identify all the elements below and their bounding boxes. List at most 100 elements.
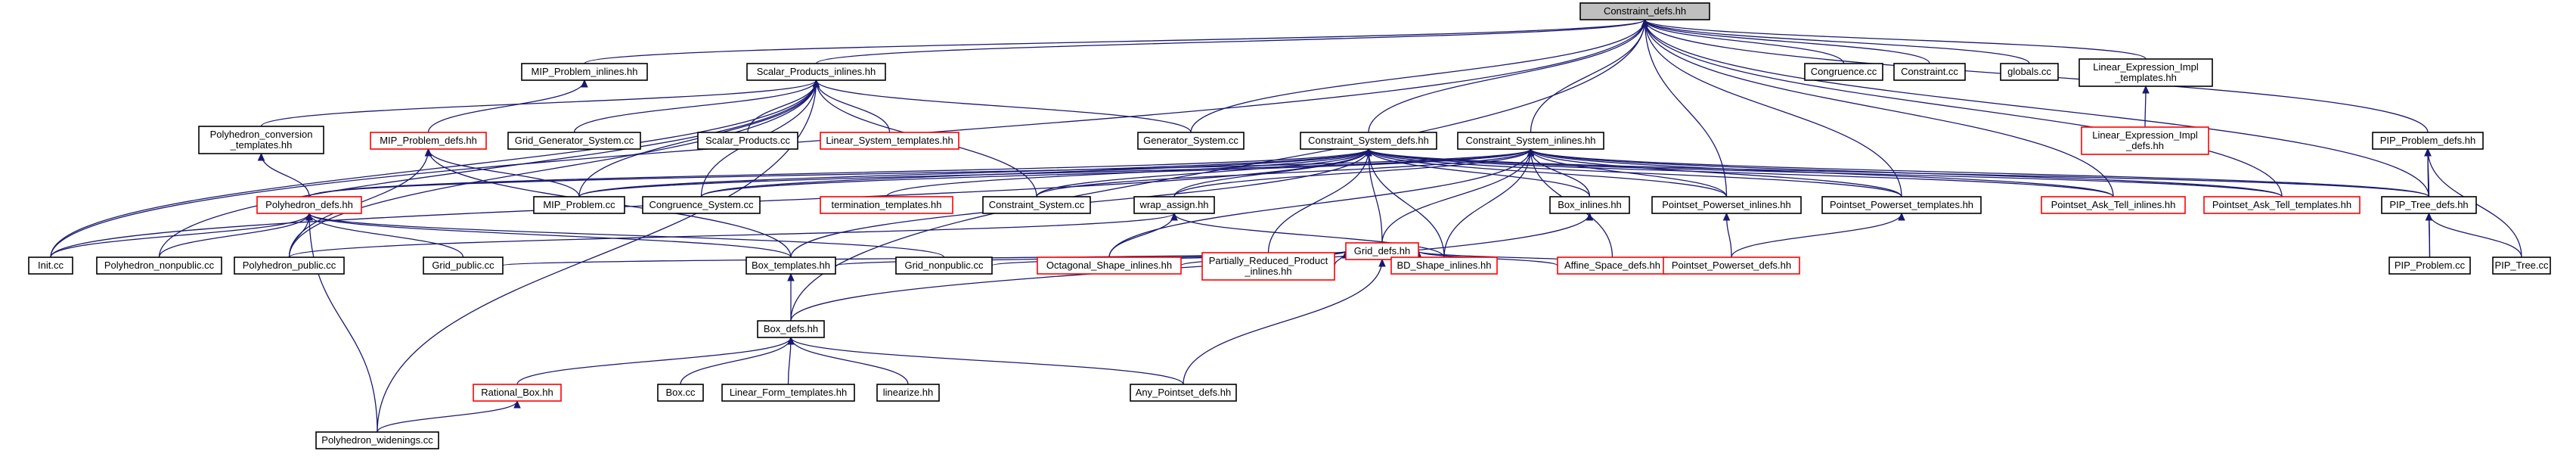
node-ggs_cc[interactable]: Grid_Generator_System.cc bbox=[507, 132, 641, 150]
edge-poly_conv-to-poly_defs bbox=[257, 152, 310, 197]
node-label: Scalar_Products.cc bbox=[705, 135, 790, 146]
node-box bbox=[657, 384, 704, 402]
node-constr_cc[interactable]: Constraint.cc bbox=[1893, 63, 1966, 81]
node-le_impl_defs[interactable]: Linear_Expression_Impl_defs.hh bbox=[2081, 126, 2209, 155]
node-linearize[interactable]: linearize.hh bbox=[876, 384, 940, 402]
edge-rat_box-to-poly_widen bbox=[377, 399, 521, 433]
node-gs_cc[interactable]: Generator_System.cc bbox=[1137, 132, 1245, 150]
edge-pps_tmpl-to-pps_defs bbox=[1731, 212, 1905, 258]
node-rat_box[interactable]: Rational_Box.hh bbox=[473, 384, 562, 402]
node-pip_defs[interactable]: PIP_Problem_defs.hh bbox=[2372, 132, 2484, 150]
edge-box_defs-to-rat_box bbox=[516, 336, 795, 385]
node-label: PIP_Problem_defs.hh bbox=[2380, 135, 2475, 146]
node-pat_tmpl[interactable]: Pointset_Ask_Tell_templates.hh bbox=[2203, 196, 2361, 214]
node-globals_cc[interactable]: globals.cc bbox=[2000, 63, 2059, 81]
node-box bbox=[1133, 196, 1215, 214]
node-cs_defs[interactable]: Constraint_System_defs.hh bbox=[1300, 132, 1437, 150]
node-poly_pub[interactable]: Polyhedron_public.cc bbox=[234, 256, 345, 275]
node-sp_inl[interactable]: Scalar_Products_inlines.hh bbox=[746, 63, 886, 81]
node-grid_pub[interactable]: Grid_public.cc bbox=[423, 256, 504, 275]
node-poly_nonpub[interactable]: Polyhedron_nonpublic.cc bbox=[96, 256, 222, 275]
node-bd_inl[interactable]: BD_Shape_inlines.hh bbox=[1390, 256, 1498, 275]
node-box_cc[interactable]: Box.cc bbox=[657, 384, 704, 402]
node-label: Congruence.cc bbox=[1811, 66, 1877, 77]
node-label: BD_Shape_inlines.hh bbox=[1396, 260, 1491, 271]
node-ls_tmpl[interactable]: Linear_System_templates.hh bbox=[820, 132, 959, 150]
node-label: Box.cc bbox=[665, 387, 696, 398]
node-label: Constraint_System.cc bbox=[989, 199, 1085, 210]
node-init_cc[interactable]: Init.cc bbox=[28, 256, 73, 275]
node-oct_inl[interactable]: Octagonal_Shape_inlines.hh bbox=[1037, 256, 1182, 275]
node-box bbox=[473, 384, 562, 402]
node-box bbox=[1579, 2, 1710, 20]
node-label: Any_Pointset_defs.hh bbox=[1136, 387, 1231, 398]
node-poly_defs[interactable]: Polyhedron_defs.hh bbox=[256, 196, 362, 214]
node-label: Polyhedron_nonpublic.cc bbox=[104, 260, 215, 271]
node-label: Affine_Space_defs.hh bbox=[1564, 260, 1660, 271]
node-label: _inlines.hh bbox=[1244, 266, 1291, 277]
graph-nodes: Constraint_defs.hhMIP_Problem_inlines.hh… bbox=[28, 2, 2551, 449]
node-poly_widen[interactable]: Polyhedron_widenings.cc bbox=[315, 431, 439, 449]
node-box bbox=[2081, 126, 2209, 155]
node-pps_tmpl[interactable]: Pointset_Powerset_templates.hh bbox=[1821, 196, 1982, 214]
node-box bbox=[1893, 63, 1966, 81]
node-label: Scalar_Products_inlines.hh bbox=[757, 66, 876, 77]
node-pat_inl[interactable]: Pointset_Ask_Tell_inlines.hh bbox=[2041, 196, 2186, 214]
node-box bbox=[895, 256, 993, 275]
node-cs_inl[interactable]: Constraint_System_inlines.hh bbox=[1457, 132, 1604, 150]
node-label: Constraint_System_defs.hh bbox=[1308, 135, 1429, 146]
node-congsys_cc[interactable]: Congruence_System.cc bbox=[642, 196, 761, 214]
node-label: Box_defs.hh bbox=[764, 323, 818, 334]
node-box_defs[interactable]: Box_defs.hh bbox=[757, 320, 825, 338]
node-box bbox=[370, 132, 487, 150]
node-box bbox=[1549, 196, 1630, 214]
node-pip_tree_cc[interactable]: PIP_Tree.cc bbox=[2492, 256, 2551, 275]
node-label: _defs.hh bbox=[2125, 140, 2164, 151]
node-pip_tree_defs[interactable]: PIP_Tree_defs.hh bbox=[2381, 196, 2477, 214]
node-pps_inl[interactable]: Pointset_Powerset_inlines.hh bbox=[1651, 196, 1802, 214]
edge-sp_inl-to-poly_pub bbox=[288, 79, 820, 258]
node-any_ps_defs[interactable]: Any_Pointset_defs.hh bbox=[1130, 384, 1237, 402]
node-root[interactable]: Constraint_defs.hh bbox=[1579, 2, 1710, 20]
edge-pps_inl-to-pps_defs bbox=[1722, 212, 1732, 258]
node-box bbox=[315, 431, 439, 449]
edge-cs_defs-to-mip_cc bbox=[578, 148, 1372, 197]
node-box bbox=[1651, 196, 1802, 214]
edge-sp_inl-to-gs_cc bbox=[812, 79, 1192, 133]
node-le_impl_tmpl[interactable]: Linear_Expression_Impl_templates.hh bbox=[2078, 58, 2213, 87]
node-sp_cc[interactable]: Scalar_Products.cc bbox=[697, 132, 798, 150]
edge-root-to-mip_inl bbox=[584, 18, 1649, 64]
node-lf_tmpl[interactable]: Linear_Form_templates.hh bbox=[721, 384, 855, 402]
node-poly_conv[interactable]: Polyhedron_conversion_templates.hh bbox=[198, 126, 324, 154]
node-box_tmpl[interactable]: Box_templates.hh bbox=[746, 256, 836, 275]
node-grid_defs[interactable]: Grid_defs.hh bbox=[1345, 242, 1419, 260]
node-mip_cc[interactable]: MIP_Problem.cc bbox=[533, 196, 625, 214]
node-box_inl[interactable]: Box_inlines.hh bbox=[1549, 196, 1630, 214]
edge-root-to-congr_cc bbox=[1641, 18, 1845, 64]
node-box bbox=[423, 256, 504, 275]
edge-sp_inl-to-init_cc bbox=[50, 79, 820, 258]
edge-box_inl-to-box_defs bbox=[790, 212, 1594, 322]
node-grid_nonpub[interactable]: Grid_nonpublic.cc bbox=[895, 256, 993, 275]
edge-le_impl_tmpl-to-le_impl_defs bbox=[2142, 85, 2150, 128]
node-congr_cc[interactable]: Congruence.cc bbox=[1804, 63, 1883, 81]
node-box bbox=[1804, 63, 1883, 81]
node-box bbox=[2041, 196, 2186, 214]
node-mip_inl[interactable]: MIP_Problem_inlines.hh bbox=[521, 63, 648, 81]
node-term_tmpl[interactable]: termination_templates.hh bbox=[820, 196, 953, 214]
edge-sp_inl-to-poly_conv bbox=[260, 79, 820, 127]
node-prp_inl[interactable]: Partially_Reduced_Product_inlines.hh bbox=[1201, 252, 1335, 281]
node-label: Partially_Reduced_Product bbox=[1209, 255, 1328, 266]
node-box bbox=[256, 196, 362, 214]
edge-wrap_assign-to-poly_pub bbox=[288, 212, 1178, 258]
node-affine_defs[interactable]: Affine_Space_defs.hh bbox=[1557, 256, 1668, 275]
node-pip_prob_cc[interactable]: PIP_Problem.cc bbox=[2388, 256, 2471, 275]
edge-mip_inl-to-mip_defs bbox=[427, 79, 588, 133]
node-pps_defs[interactable]: Pointset_Powerset_defs.hh bbox=[1663, 256, 1800, 275]
node-box bbox=[521, 63, 648, 81]
node-box bbox=[28, 256, 73, 275]
node-wrap_assign[interactable]: wrap_assign.hh bbox=[1133, 196, 1215, 214]
node-mip_defs[interactable]: MIP_Problem_defs.hh bbox=[370, 132, 487, 150]
node-csys_cc[interactable]: Constraint_System.cc bbox=[982, 196, 1091, 214]
node-label: _templates.hh bbox=[230, 139, 293, 151]
